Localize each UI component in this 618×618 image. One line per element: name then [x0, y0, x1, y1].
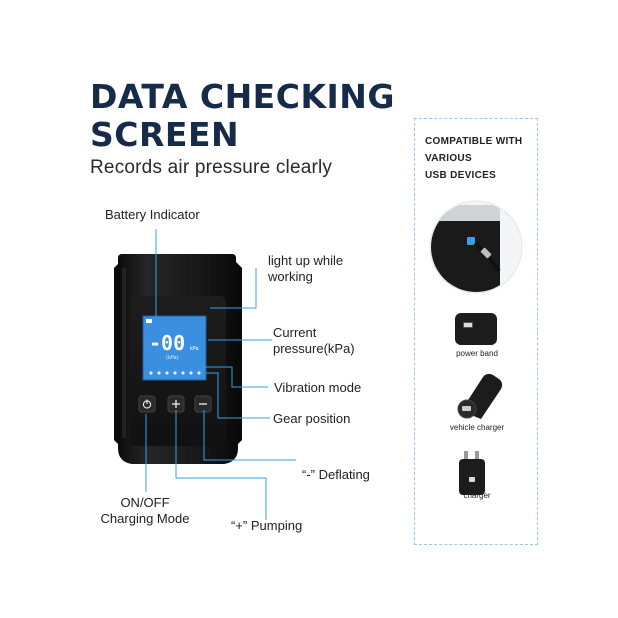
compat-illustrations — [429, 200, 523, 495]
callout-light: light up while working — [268, 253, 343, 285]
callout-battery: Battery Indicator — [105, 207, 200, 222]
callout-lines — [145, 229, 296, 520]
callout-gear: Gear position — [273, 411, 351, 426]
compat-title-line-3: USB DEVICES — [425, 170, 497, 181]
subheadline: Records air pressure clearly — [90, 157, 333, 178]
power-bank-icon — [455, 313, 497, 345]
headline-line-1: DATA CHECKING — [90, 77, 395, 116]
headline-line-2: SCREEN — [90, 115, 240, 154]
callout-pressure: Current pressure(kPa) — [273, 325, 355, 357]
callout-pumping: “+” Pumping — [231, 518, 303, 533]
callout-vibration: Vibration mode — [274, 380, 362, 395]
plus-button[interactable] — [167, 395, 185, 413]
battery-icon — [146, 319, 152, 323]
compatibility-panel: COMPATIBLE WITH VARIOUS USB DEVICES — [414, 118, 538, 545]
minus-button[interactable] — [194, 395, 212, 413]
compat-title-line-2: VARIOUS — [425, 153, 472, 164]
lcd-screen: -00 kPa (kPa) — [142, 315, 207, 381]
screen-label: (kPa) — [166, 355, 179, 361]
callout-deflating: “-” Deflating — [302, 467, 370, 482]
compat-item-label: power band — [456, 349, 498, 358]
compat-item-label: vehicle charger — [449, 423, 505, 432]
callout-pressure-line-2: pressure(kPa) — [273, 341, 355, 356]
wall-charger-icon — [459, 451, 485, 495]
callout-onoff-line-1: ON/OFF — [120, 495, 170, 510]
power-button[interactable] — [138, 395, 156, 413]
mode-indicators — [149, 371, 201, 375]
screen-reading: -00 — [149, 331, 185, 355]
callout-light-line-2: working — [268, 269, 313, 284]
callout-light-line-1: light up while — [268, 253, 344, 268]
screen-unit: kPa — [190, 346, 199, 352]
headline: DATA CHECKING SCREEN — [90, 78, 395, 154]
compat-title-line-1: COMPATIBLE WITH — [425, 136, 523, 147]
callout-pressure-line-1: Current — [273, 325, 317, 340]
compatibility-title: COMPATIBLE WITH VARIOUS USB DEVICES — [425, 133, 522, 184]
compat-item-label: charger — [463, 491, 491, 500]
usb-cable-inset — [429, 200, 523, 294]
car-charger-icon — [457, 373, 503, 419]
callout-onoff-line-2: Charging Mode — [100, 511, 190, 526]
usb-port-icon — [467, 237, 475, 245]
callout-onoff: ON/OFF Charging Mode — [90, 495, 200, 527]
